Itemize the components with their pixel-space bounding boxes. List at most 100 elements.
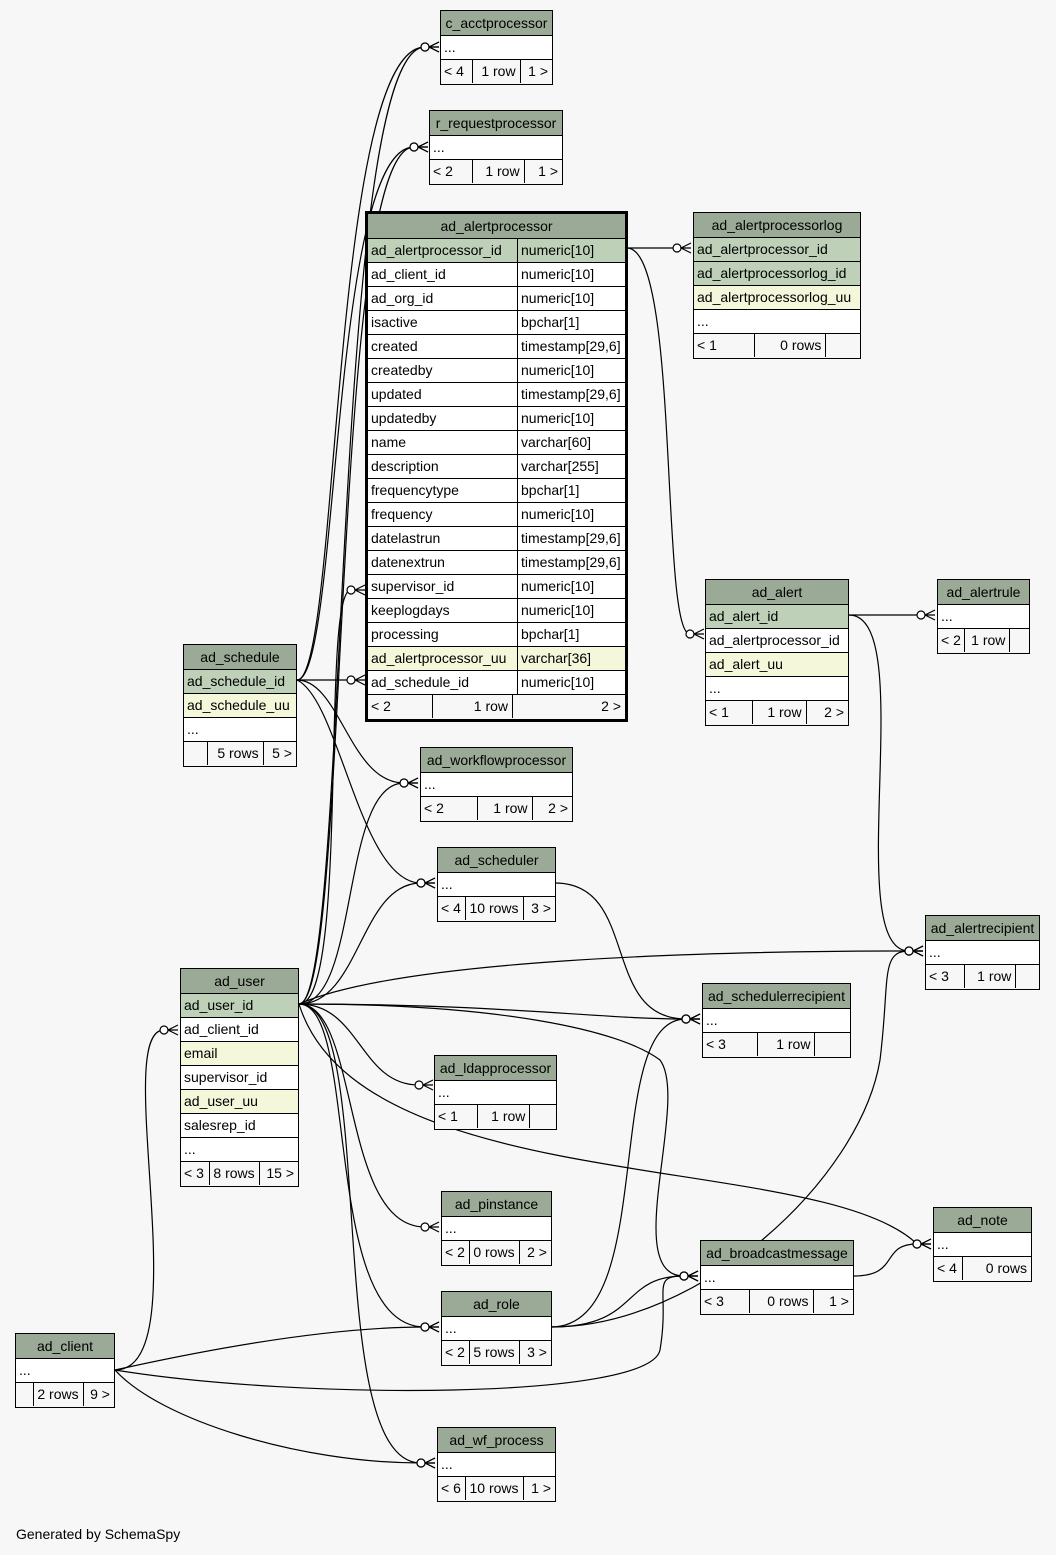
column-row[interactable]: ad_alert_id — [706, 605, 848, 629]
column-row[interactable]: ad_alertprocessor_id — [706, 629, 848, 653]
column-row[interactable]: ... — [442, 1317, 551, 1341]
column-row[interactable]: ad_user_uu — [181, 1090, 298, 1114]
children-count[interactable]: 2 > — [824, 704, 844, 720]
column-row[interactable]: ... — [181, 1138, 298, 1162]
column-row[interactable]: ad_alertprocessorlog_uu — [694, 286, 860, 310]
column-row[interactable]: ad_schedule_uu — [184, 694, 296, 718]
column-row[interactable]: ... — [703, 1009, 850, 1033]
column-row[interactable]: ... — [694, 310, 860, 334]
column-row[interactable]: ... — [701, 1266, 853, 1290]
parents-count[interactable]: < 2 — [368, 695, 433, 718]
children-count[interactable] — [530, 1105, 556, 1128]
table-title[interactable]: ad_ldapprocessor — [435, 1056, 556, 1081]
column-row[interactable]: ad_client_id — [181, 1018, 298, 1042]
column-row[interactable]: ... — [430, 136, 562, 160]
column-row[interactable]: ... — [934, 1233, 1031, 1257]
column-row[interactable]: ... — [938, 605, 1029, 629]
table-title[interactable]: ad_alertrule — [938, 580, 1029, 605]
parents-count[interactable]: < 4 — [934, 1257, 964, 1280]
children-count[interactable]: 1 > — [531, 1480, 551, 1496]
children-count[interactable]: 5 > — [272, 745, 292, 761]
children-count[interactable]: 2 > — [548, 800, 568, 816]
children-count[interactable]: 3 > — [527, 1344, 547, 1360]
column-row[interactable]: ... — [438, 873, 555, 897]
parents-count[interactable] — [16, 1383, 34, 1406]
parents-count[interactable]: < 1 — [694, 334, 756, 357]
column-row[interactable]: ... — [438, 1453, 555, 1477]
table-title[interactable]: ad_schedulerrecipient — [703, 984, 850, 1009]
table-title[interactable]: ad_alertprocessorlog — [694, 213, 860, 238]
parents-count[interactable]: < 1 — [435, 1105, 479, 1128]
children-count[interactable]: 9 > — [90, 1386, 110, 1402]
column-row[interactable]: ad_alertprocessorlog_id — [694, 262, 860, 286]
parents-count[interactable] — [184, 742, 208, 765]
parents-count[interactable]: < 2 — [442, 1241, 471, 1264]
parents-count[interactable]: < 3 — [703, 1033, 759, 1056]
children-count[interactable] — [1010, 629, 1029, 652]
table-title[interactable]: c_acctprocessor — [441, 11, 552, 36]
table-title[interactable]: ad_alert — [706, 580, 848, 605]
parents-count[interactable]: < 2 — [421, 797, 479, 820]
column-row[interactable]: ... — [706, 677, 848, 701]
children-count[interactable]: 2 > — [527, 1244, 547, 1260]
column-row[interactable]: ... — [926, 941, 1039, 965]
column-row[interactable]: ... — [435, 1081, 556, 1105]
table-title[interactable]: ad_workflowprocessor — [421, 748, 572, 773]
column-row[interactable]: supervisor_id — [181, 1066, 298, 1090]
parents-count[interactable]: < 1 — [706, 701, 754, 724]
column-row[interactable]: ... — [441, 36, 552, 60]
column-row[interactable]: ad_alert_uu — [706, 653, 848, 677]
column-row[interactable]: ... — [184, 718, 296, 742]
table-title[interactable]: ad_alertrecipient — [926, 916, 1039, 941]
children-count[interactable]: 3 > — [531, 900, 551, 916]
parents-count[interactable]: < 4 — [438, 897, 466, 920]
parents-count[interactable]: < 6 — [438, 1477, 466, 1500]
children-count[interactable]: 1 > — [538, 163, 558, 179]
children-count[interactable] — [1016, 965, 1039, 988]
children-count[interactable]: 1 > — [829, 1293, 849, 1309]
column-row[interactable]: ad_alertprocessor_id — [694, 238, 860, 262]
children-count[interactable] — [815, 1033, 850, 1056]
children-count[interactable] — [826, 334, 860, 357]
column-row[interactable]: ad_schedule_id — [184, 670, 296, 694]
column-row[interactable]: email — [181, 1042, 298, 1066]
parents-count[interactable]: < 2 — [442, 1341, 471, 1364]
column-row[interactable]: ... — [421, 773, 572, 797]
table-title[interactable]: ad_wf_process — [438, 1428, 555, 1453]
parents-count[interactable]: < 3 — [926, 965, 966, 988]
children-count[interactable]: 1 > — [528, 63, 548, 79]
table-title[interactable]: ad_broadcastmessage — [701, 1241, 853, 1266]
column-row[interactable]: ... — [442, 1217, 551, 1241]
table-title[interactable]: r_requestprocessor — [430, 111, 562, 136]
children-count[interactable]: 15 > — [266, 1165, 294, 1181]
parents-count[interactable]: < 2 — [430, 160, 474, 183]
column-row[interactable]: ad_user_id — [181, 994, 298, 1018]
